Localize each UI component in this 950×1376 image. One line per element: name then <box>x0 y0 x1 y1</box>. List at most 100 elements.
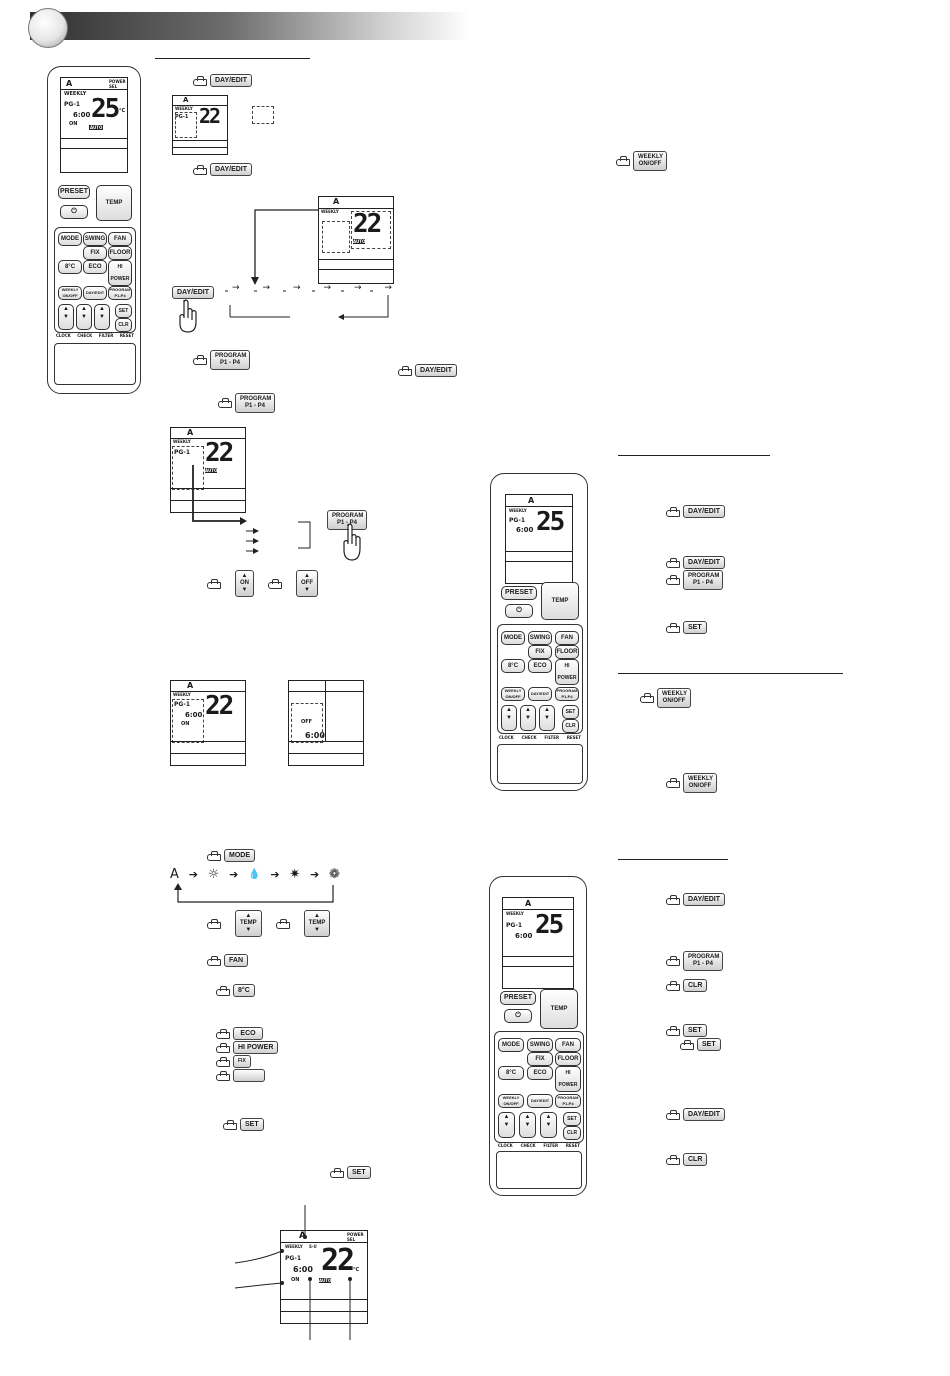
remote-button-panel: MODE SWING FAN FIX FLOOR 8°C ECO HI POWE… <box>54 227 136 333</box>
step-r-set-3: SET <box>680 1038 721 1051</box>
remote-fix-button[interactable]: FIX <box>83 246 107 260</box>
step-on-off: ▲ON▼ ▲OFF▼ <box>207 570 318 597</box>
section-header-bar <box>30 12 470 40</box>
temp-key[interactable]: ▲TEMP▼ <box>235 910 262 937</box>
section-underline-3 <box>618 673 843 674</box>
remote-hipower-button[interactable]: HI POWER <box>108 260 132 286</box>
step-temp: ▲TEMP▼ ▲TEMP▼ <box>207 910 331 937</box>
step-set-2: SET <box>330 1166 371 1179</box>
section-underline-2 <box>618 455 770 456</box>
remote-time: 6:00 <box>73 111 91 119</box>
step-r-weekly-2: WEEKLY ON/OFF <box>666 773 717 793</box>
dayedit-key[interactable]: DAY/EDIT <box>210 74 253 87</box>
step-8c: 8°C <box>216 984 255 997</box>
section-underline-4 <box>618 859 728 860</box>
remote-control-middle: A WEEKLY PG-1 6:00 25 PRESET ⏻ TEMP MODE… <box>490 473 588 791</box>
callout-lines <box>234 1205 352 1340</box>
remote-program-button[interactable]: PROGRAM P1-P4 <box>108 286 132 300</box>
step-r-clr-1: CLR <box>666 979 708 992</box>
remote-eco-button[interactable]: ECO <box>83 260 107 274</box>
remote-timer-btn-2[interactable]: ▲▼ <box>76 304 92 330</box>
dayedit-key-2[interactable]: DAY/EDIT <box>210 163 253 176</box>
remote-8c-button[interactable]: 8°C <box>58 260 82 274</box>
step-r-dayedit-4: DAY/EDIT <box>666 1108 726 1121</box>
step-fix: FIX <box>216 1055 251 1068</box>
remote-swing-button[interactable]: SWING <box>83 232 107 246</box>
remote-cover <box>54 343 136 385</box>
mode-sequence: A➔ ☼➔ 💧➔ ✷➔ ❁ <box>170 867 340 882</box>
pressing-hand-icon <box>179 299 197 333</box>
lcd-step-2: A WEEKLY 22 AUTO <box>318 196 394 284</box>
blink-indicator-box <box>252 106 274 124</box>
remote-on: ON <box>69 121 78 127</box>
lcd-step-1: A WEEKLY PG-1 22 <box>172 95 228 155</box>
remote-clr-button[interactable]: CLR <box>115 318 132 332</box>
remote-timer-btn-1[interactable]: ▲▼ <box>58 304 74 330</box>
mode-cool-icon: ✷ <box>289 867 301 882</box>
section-underline-1 <box>155 58 310 59</box>
step-r-set-2: SET <box>666 1024 707 1037</box>
remote-weekly: WEEKLY <box>64 91 87 97</box>
step-set-1: SET <box>223 1118 264 1131</box>
press-hand-icon <box>193 75 207 86</box>
remote-control-left: A POWER SEL WEEKLY PG-1 6:00 ON 25 °C AU… <box>47 66 141 394</box>
dayedit-press-key[interactable]: DAY/EDIT <box>172 286 215 299</box>
remote-floor-button[interactable]: FLOOR <box>108 246 132 260</box>
step-mode: MODE <box>207 849 255 862</box>
step-r-program-1: PROGRAM P1 - P4 <box>666 570 723 590</box>
remote-preset-button[interactable]: PRESET <box>58 185 90 199</box>
lcd-off-state: OFF 6:00 <box>288 680 364 766</box>
remote-weekly-button[interactable]: WEEKLY ON/OFF <box>58 286 82 300</box>
mode-return-arrow <box>174 883 334 903</box>
remote-temp: 25 <box>91 94 120 124</box>
on-key[interactable]: ▲ON▼ <box>235 570 254 597</box>
step-r-clr-2: CLR <box>666 1153 708 1166</box>
remote-fan-button[interactable]: FAN <box>108 232 132 246</box>
step-r-program-2: PROGRAM P1 - P4 <box>666 951 723 971</box>
mode-heat-icon: ☼ <box>207 867 220 882</box>
day-arrows: →→→→→→ <box>232 283 392 293</box>
lcd-step-3: A WEEKLY PG-1 22 AUTO <box>170 427 246 513</box>
step-hipower: HI POWER <box>216 1041 279 1054</box>
step-r-dayedit-3: DAY/EDIT <box>666 893 726 906</box>
step-fan: FAN <box>207 954 248 967</box>
step-r-set-1: SET <box>666 621 707 634</box>
step-r-dayedit-2: DAY/EDIT <box>666 556 726 569</box>
remote-temp-rocker[interactable]: TEMP <box>96 185 132 221</box>
remote-lcd: A POWER SEL WEEKLY PG-1 6:00 ON 25 °C AU… <box>60 77 128 173</box>
lcd-on-state: A WEEKLY PG-1 6:00 ON 22 <box>170 680 246 766</box>
mode-fan-icon: ❁ <box>329 867 340 882</box>
remote-control-bottom: A WEEKLY PG-1 6:00 25 PRESET ⏻ TEMP MODE… <box>489 876 587 1196</box>
remote-mode-letter: A <box>66 79 73 88</box>
day-cycle-diagram <box>225 209 390 320</box>
remote-set-button[interactable]: SET <box>115 304 132 318</box>
step-dayedit-1: DAY/EDIT <box>193 74 253 87</box>
pressing-hand-icon-2 <box>343 523 361 561</box>
temp-key-2[interactable]: ▲TEMP▼ <box>303 910 331 937</box>
remote-dayedit-button[interactable]: DAY/EDIT <box>83 286 107 300</box>
remote-unit: °C <box>119 108 126 114</box>
remote-powersel: POWER SEL <box>109 79 126 89</box>
off-key[interactable]: ▲OFF▼ <box>296 570 318 597</box>
step-dayedit-2: DAY/EDIT <box>193 163 253 176</box>
mode-auto-icon: A <box>170 867 179 882</box>
step-r-dayedit-1: DAY/EDIT <box>666 505 726 518</box>
section-header-circle <box>28 8 68 48</box>
program-press-key[interactable]: PROGRAM P1 - P4 <box>327 510 367 530</box>
step-eco: ECO <box>216 1027 263 1040</box>
program-cycle-diagram <box>192 465 311 554</box>
remote-timer-btn-3[interactable]: ▲▼ <box>94 304 110 330</box>
remote-mode-button[interactable]: MODE <box>58 232 82 246</box>
step-blank <box>216 1069 265 1082</box>
program-key[interactable]: PROGRAM P1 - P4 <box>210 350 250 370</box>
step-program-1: PROGRAM P1 - P4 <box>193 350 250 370</box>
step-r-weekly-1: WEEKLY ON/OFF <box>640 688 691 708</box>
remote-pg: PG-1 <box>64 101 80 108</box>
remote-power-button[interactable]: ⏻ <box>60 205 88 219</box>
step-dayedit-3: DAY/EDIT <box>398 364 458 377</box>
remote-auto: AUTO <box>89 125 104 130</box>
lcd-callout-diagram: A POWER SEL WEEKLY S-U PG-1 6:00 ON 22 °… <box>280 1230 368 1324</box>
mode-dry-icon: 💧 <box>248 869 261 880</box>
step-program-2: PROGRAM P1 - P4 <box>218 393 275 413</box>
